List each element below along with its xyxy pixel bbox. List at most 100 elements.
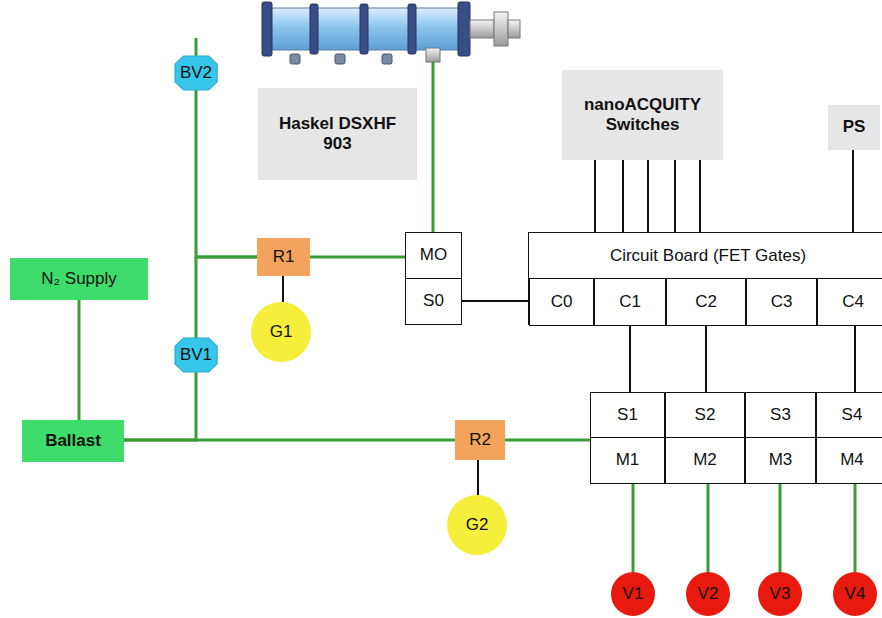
gauge-circle: G2: [447, 495, 507, 555]
signal-wire: [647, 160, 649, 232]
switch-cell: S3: [745, 392, 816, 438]
circle-fill: [251, 302, 311, 362]
node-label: M2: [693, 450, 717, 470]
text-holder: V1: [611, 572, 655, 616]
text-holder: Circuit Board (FET Gates): [529, 233, 882, 279]
gauge-circle: G1: [251, 302, 311, 362]
node-label: G2: [466, 515, 489, 535]
node-label: R2: [469, 430, 491, 450]
module-cell: S0: [405, 278, 462, 325]
text-holder: MO: [406, 233, 461, 278]
gas-line: [779, 484, 782, 572]
text-holder: C1: [595, 279, 665, 325]
signal-wire: [705, 326, 707, 392]
node-label: C0: [551, 292, 573, 312]
circle-fill: [611, 572, 655, 616]
text-holder: BV1: [175, 338, 217, 372]
circle-fill: [833, 572, 877, 616]
text-holder: nanoACQUITY Switches: [562, 70, 723, 160]
node-label: C4: [842, 292, 864, 312]
text-holder: Haskel DSXHF 903: [258, 88, 417, 180]
node-label: V1: [623, 584, 644, 604]
node-label: G1: [270, 322, 293, 342]
valve-fill: [175, 338, 217, 372]
pump-illustration: [262, 2, 520, 64]
node-label: N₂ Supply: [41, 269, 117, 289]
text-holder: R1: [257, 238, 310, 276]
node-label: C3: [771, 292, 793, 312]
text-holder: G1: [251, 302, 311, 362]
text-holder: S4: [817, 393, 882, 437]
text-holder: S3: [746, 393, 815, 437]
gas-line: [854, 484, 857, 572]
node-label: BV1: [180, 345, 212, 365]
valve-circle: V1: [611, 572, 655, 616]
node-label: Ballast: [45, 431, 101, 451]
valve: BV2: [175, 56, 217, 90]
signal-wire: [594, 160, 596, 232]
gas-line: [195, 38, 198, 57]
node-label: V4: [845, 584, 866, 604]
gas-line: [432, 62, 435, 232]
node-label: MO: [420, 245, 447, 265]
text-holder: C2: [667, 279, 745, 325]
text-holder: S0: [406, 279, 461, 324]
text-holder: M1: [591, 438, 664, 483]
node-label: S0: [423, 291, 444, 311]
gas-line: [78, 300, 81, 420]
node-label: M3: [769, 450, 793, 470]
text-holder: BV2: [175, 56, 217, 90]
channel-cell: C3: [746, 278, 817, 326]
node-label: Circuit Board (FET Gates): [610, 246, 806, 266]
node-label: C1: [619, 292, 641, 312]
switch-cell: S1: [590, 392, 665, 438]
text-holder: S2: [666, 393, 744, 437]
channel-cell: C2: [666, 278, 746, 326]
text-holder: M3: [746, 438, 815, 483]
switch-cell: S4: [816, 392, 882, 438]
circle-fill: [686, 572, 730, 616]
signal-wire: [699, 160, 701, 232]
node-label: S3: [770, 405, 791, 425]
signal-wire: [462, 300, 529, 302]
text-holder: PS: [828, 105, 880, 150]
text-holder: G2: [447, 495, 507, 555]
valve-cell: M1: [590, 437, 665, 484]
gas-line: [707, 484, 710, 572]
valve: BV1: [175, 338, 217, 372]
text-holder: N₂ Supply: [10, 258, 148, 300]
text-holder: V3: [758, 572, 802, 616]
label-box: Haskel DSXHF 903: [258, 88, 417, 180]
node-label: S2: [695, 405, 716, 425]
text-holder: Ballast: [22, 420, 124, 462]
switch-cell: S2: [665, 392, 745, 438]
circuit-board: Circuit Board (FET Gates) C0 C1 C2 C3 C4: [528, 232, 882, 325]
valve-cell: M4: [816, 437, 882, 484]
signal-wire: [282, 276, 284, 302]
gas-line: [505, 439, 590, 442]
signal-wire: [629, 326, 631, 392]
gas-line: [196, 90, 257, 257]
gas-line: [124, 439, 455, 442]
ballast-box: Ballast: [22, 420, 124, 462]
label-box: PS: [828, 105, 880, 150]
text-holder: S1: [591, 393, 664, 437]
text-holder: V4: [833, 572, 877, 616]
signal-wire: [674, 160, 676, 232]
node-label: S4: [842, 405, 863, 425]
gas-line: [632, 484, 635, 572]
channel-cell: C0: [529, 278, 594, 326]
gas-line: [124, 372, 196, 440]
gas-line: [310, 256, 405, 259]
circle-fill: [758, 572, 802, 616]
node-label: M1: [616, 450, 640, 470]
regulator-box: R1: [257, 238, 310, 276]
module-cell: MO: [405, 232, 462, 279]
gas-line: [196, 257, 257, 338]
node-label: R1: [273, 247, 295, 267]
text-holder: C4: [818, 279, 882, 325]
text-holder: C0: [530, 279, 593, 325]
node-label: Haskel DSXHF 903: [278, 114, 398, 155]
node-label: nanoACQUITY Switches: [562, 95, 723, 136]
